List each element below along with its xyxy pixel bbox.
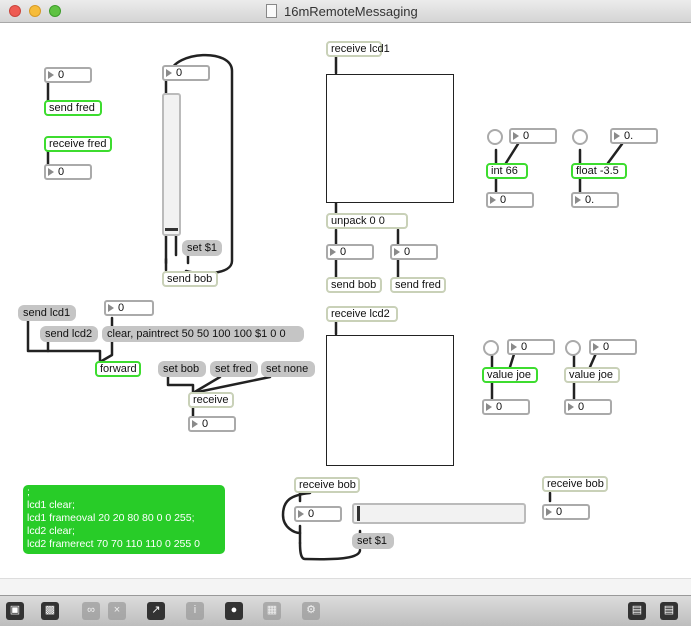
number-box[interactable]: 0 [564,399,612,415]
lcd-script-comment[interactable]: ; lcd1 clear; lcd1 frameoval 20 20 80 80… [23,485,225,554]
float-object[interactable]: float -3.5 [571,163,627,179]
number-box[interactable]: 0 [44,67,92,83]
slider-icon[interactable]: ● [225,602,243,620]
lcd-display-2[interactable] [326,335,454,466]
number-box[interactable]: 0 [326,244,374,260]
number-box[interactable]: 0 [507,339,555,355]
link-icon[interactable]: ∞ [82,602,100,620]
number-box[interactable]: 0 [589,339,637,355]
minimize-window-button[interactable] [29,5,41,17]
float-number-box[interactable]: 0. [571,192,619,208]
lock-icon[interactable]: ▣ [6,602,24,620]
number-box[interactable]: 0 [390,244,438,260]
value-joe-object[interactable]: value joe [482,367,538,383]
bang-button[interactable] [572,129,588,145]
receive-object[interactable]: receive [188,392,234,408]
lcd-display-1[interactable] [326,74,454,203]
receive-lcd1-object[interactable]: receive lcd1 [326,41,390,57]
number-box[interactable]: 0 [294,506,342,522]
info-icon[interactable]: i [186,602,204,620]
comment-line: lcd2 framerect 70 70 110 110 0 255 0 [27,538,200,550]
clear-paintrect-message[interactable]: clear, paintrect 50 50 100 100 $1 0 0 [102,326,304,342]
comment-line: lcd1 clear; [27,499,75,511]
horizontal-scrollbar[interactable] [0,578,691,595]
patch-cords [26,53,624,561]
set-message[interactable]: set $1 [352,533,394,549]
close-window-button[interactable] [9,5,21,17]
comment-line: lcd1 frameoval 20 20 80 80 0 0 255; [27,512,195,524]
grid-icon[interactable]: ▦ [263,602,281,620]
bang-button[interactable] [487,129,503,145]
int-object[interactable]: int 66 [486,163,528,179]
set-none-message[interactable]: set none [261,361,315,377]
number-box[interactable]: 0 [542,504,590,520]
receive-lcd2-object[interactable]: receive lcd2 [326,306,398,322]
send-lcd1-message[interactable]: send lcd1 [18,305,76,321]
comment-line: ; [27,486,30,498]
new-object-icon[interactable]: ▩ [41,602,59,620]
number-box[interactable]: 0 [482,399,530,415]
unpack-object[interactable]: unpack 0 0 [326,213,408,229]
presentation-icon[interactable]: ↗ [147,602,165,620]
document-icon [266,4,277,18]
set-fred-message[interactable]: set fred [210,361,258,377]
value-joe-object[interactable]: value joe [564,367,620,383]
forward-object[interactable]: forward [95,361,141,377]
receive-bob-object[interactable]: receive bob [294,477,360,493]
number-box[interactable]: 0 [188,416,236,432]
set-bob-message[interactable]: set bob [158,361,206,377]
bang-button[interactable] [565,340,581,356]
debug-icon[interactable]: ⚙ [302,602,320,620]
slider-knob[interactable] [165,228,178,231]
patcher-canvas[interactable]: 0 send fred receive fred 0 0 set $1 send… [0,23,691,578]
horizontal-slider[interactable] [352,503,526,524]
comment-line: lcd2 clear; [27,525,75,537]
receive-fred-object[interactable]: receive fred [44,136,112,152]
zoom-window-button[interactable] [49,5,61,17]
number-box[interactable]: 0 [104,300,154,316]
set-message[interactable]: set $1 [182,240,222,256]
send-fred-object[interactable]: send fred [390,277,446,293]
number-box[interactable]: 0 [44,164,92,180]
number-box[interactable]: 0 [486,192,534,208]
bang-button[interactable] [483,340,499,356]
view-right-icon[interactable]: ▤ [660,602,678,620]
send-lcd2-message[interactable]: send lcd2 [40,326,98,342]
number-box[interactable]: 0 [509,128,557,144]
view-left-icon[interactable]: ▤ [628,602,646,620]
patcher-toolbar: ▣ ▩ ∞ × ↗ i ● ▦ ⚙ ▤ ▤ [0,595,691,626]
slider-knob[interactable] [357,506,360,521]
send-bob-object[interactable]: send bob [326,277,382,293]
vertical-slider[interactable] [162,93,181,236]
receive-bob-object[interactable]: receive bob [542,476,608,492]
float-number-box[interactable]: 0. [610,128,658,144]
send-bob-object[interactable]: send bob [162,271,218,287]
title-bar: 16mRemoteMessaging [0,0,691,23]
close-box-icon[interactable]: × [108,602,126,620]
window-title: 16mRemoteMessaging [284,4,418,19]
number-box[interactable]: 0 [162,65,210,81]
send-fred-object[interactable]: send fred [44,100,102,116]
